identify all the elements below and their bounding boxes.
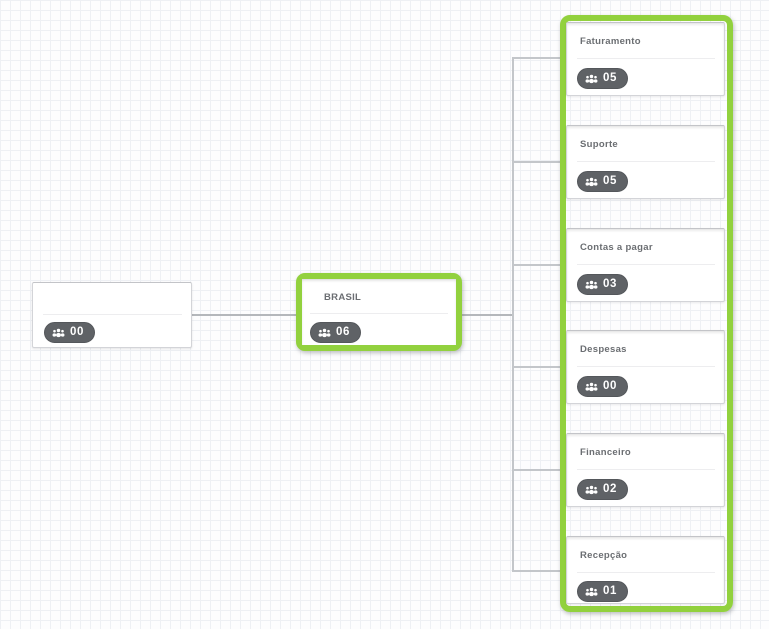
connector-branch-6 xyxy=(512,570,566,572)
member-count-badge[interactable]: 05 xyxy=(577,171,628,192)
children-group-selected-frame[interactable] xyxy=(560,15,733,612)
member-count-badge[interactable]: 00 xyxy=(44,322,95,343)
node-parent-selected[interactable]: BRASIL 06 xyxy=(296,273,462,351)
node-title: Contas a pagar xyxy=(580,242,653,253)
connector-branch-2 xyxy=(512,161,566,163)
node-divider xyxy=(577,366,715,367)
member-count-badge[interactable]: 03 xyxy=(577,274,628,295)
node-divider xyxy=(577,469,715,470)
member-count: 06 xyxy=(336,325,350,338)
member-count-badge[interactable]: 05 xyxy=(577,68,628,89)
member-count-badge[interactable]: 02 xyxy=(577,479,628,500)
node-card-contas-a-pagar[interactable]: Contas a pagar 03 xyxy=(566,228,725,302)
node-title: BRASIL xyxy=(324,292,362,303)
node-parent-card: BRASIL 06 xyxy=(302,279,456,345)
users-icon xyxy=(585,280,598,290)
node-title: Financeiro xyxy=(580,447,632,458)
node-divider xyxy=(310,313,448,314)
users-icon xyxy=(585,382,598,392)
users-icon xyxy=(585,74,598,84)
users-icon xyxy=(585,177,598,187)
member-count: 00 xyxy=(603,379,617,392)
users-icon xyxy=(52,328,65,338)
member-count: 02 xyxy=(603,482,617,495)
node-divider xyxy=(577,572,715,573)
node-card-suporte[interactable]: Suporte 05 xyxy=(566,125,725,199)
member-count: 05 xyxy=(603,71,617,84)
node-card-financeiro[interactable]: Financeiro 02 xyxy=(566,433,725,507)
node-title: Despesas xyxy=(580,344,627,355)
node-title: Faturamento xyxy=(580,36,641,47)
node-divider xyxy=(577,264,715,265)
node-card-despesas[interactable]: Despesas 00 xyxy=(566,330,725,404)
member-count: 00 xyxy=(70,325,84,338)
users-icon xyxy=(585,587,598,597)
connector-branch-4 xyxy=(512,366,566,368)
node-divider xyxy=(43,314,182,315)
connector-branch-3 xyxy=(512,264,566,266)
connector-branch-5 xyxy=(512,469,566,471)
member-count: 03 xyxy=(603,277,617,290)
connector-parent-to-spine xyxy=(462,314,513,316)
node-card-faturamento[interactable]: Faturamento 05 xyxy=(566,22,725,96)
member-count: 01 xyxy=(603,584,617,597)
member-count-badge[interactable]: 00 xyxy=(577,376,628,397)
node-title: Recepção xyxy=(580,550,628,561)
connector-branch-1 xyxy=(512,57,566,59)
connector-root-to-parent xyxy=(192,314,296,316)
users-icon xyxy=(318,328,331,338)
node-divider xyxy=(577,58,715,59)
member-count-badge[interactable]: 06 xyxy=(310,322,361,343)
users-icon xyxy=(585,485,598,495)
member-count: 05 xyxy=(603,174,617,187)
member-count-badge[interactable]: 01 xyxy=(577,581,628,602)
connector-spine xyxy=(512,57,514,572)
node-root[interactable]: 00 xyxy=(32,282,192,348)
node-title: Suporte xyxy=(580,139,618,150)
node-divider xyxy=(577,161,715,162)
node-card-recepcao[interactable]: Recepção 01 xyxy=(566,536,725,604)
